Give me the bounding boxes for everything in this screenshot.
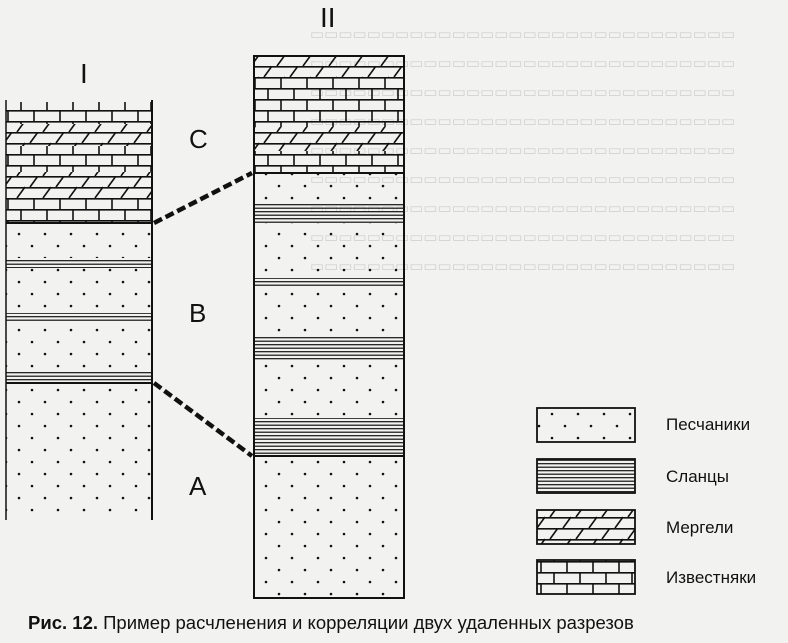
unit-label-B: B bbox=[189, 298, 207, 328]
layer-marl bbox=[6, 172, 152, 198]
legend-swatch-marl bbox=[536, 509, 636, 545]
layer-shale bbox=[6, 313, 152, 322]
layer-marl bbox=[6, 124, 152, 146]
layer-limestone bbox=[254, 77, 404, 105]
section-II-column bbox=[253, 55, 405, 599]
section-II-border bbox=[253, 55, 405, 599]
layer-sand bbox=[254, 361, 404, 418]
layer-sand bbox=[254, 173, 404, 203]
unit-label-C: C bbox=[189, 124, 208, 154]
layer-sand bbox=[6, 223, 152, 258]
section-label-II: II bbox=[320, 2, 336, 33]
section-I-column bbox=[5, 100, 153, 520]
section-label-I: I bbox=[80, 58, 88, 89]
layer-marl bbox=[254, 56, 404, 77]
layer-sand bbox=[6, 322, 152, 371]
legend-label-shale: Сланцы bbox=[666, 467, 729, 486]
layer-shale bbox=[6, 371, 152, 383]
figure-number: Рис. 12. bbox=[28, 612, 98, 633]
layer-sand bbox=[254, 456, 404, 596]
layer-shale bbox=[254, 335, 404, 361]
layer-shale bbox=[254, 278, 404, 288]
legend-swatch-sand bbox=[536, 407, 636, 443]
layer-limestone bbox=[6, 198, 152, 223]
correlation-line-upper bbox=[152, 170, 254, 226]
layer-sand bbox=[6, 268, 152, 313]
layer-limestone bbox=[6, 146, 152, 172]
legend-swatch-limestone bbox=[536, 559, 636, 595]
layer-sand bbox=[6, 383, 152, 518]
layer-sand bbox=[254, 223, 404, 278]
layer-marl bbox=[254, 127, 404, 151]
background-ghost-text: ▭▭▭▭▭▭▭▭▭▭▭▭▭▭▭▭▭▭▭▭▭▭▭▭▭▭▭▭▭▭ ▭▭▭▭▭▭▭▭▭… bbox=[310, 26, 736, 275]
correlation-line-lower bbox=[152, 381, 254, 458]
layer-shale bbox=[254, 418, 404, 456]
legend-label-sand: Песчаники bbox=[666, 415, 751, 434]
layer-shale bbox=[6, 258, 152, 268]
layer-sand bbox=[254, 288, 404, 335]
layer-shale bbox=[254, 203, 404, 223]
layer-limestone bbox=[254, 105, 404, 127]
legend-swatches bbox=[536, 407, 636, 595]
layer-limestone bbox=[254, 151, 404, 173]
figure-caption-text: Пример расчленения и корреляции двух уда… bbox=[98, 612, 634, 633]
legend-label-limestone: Известняки bbox=[666, 568, 757, 587]
legend-swatch-shale bbox=[536, 458, 636, 494]
legend-label-marl: Мергели bbox=[666, 518, 734, 537]
layer-limestone bbox=[6, 102, 152, 124]
unit-label-A: A bbox=[189, 471, 207, 501]
figure-caption: Рис. 12. Пример расчленения и корреляции… bbox=[28, 612, 634, 634]
